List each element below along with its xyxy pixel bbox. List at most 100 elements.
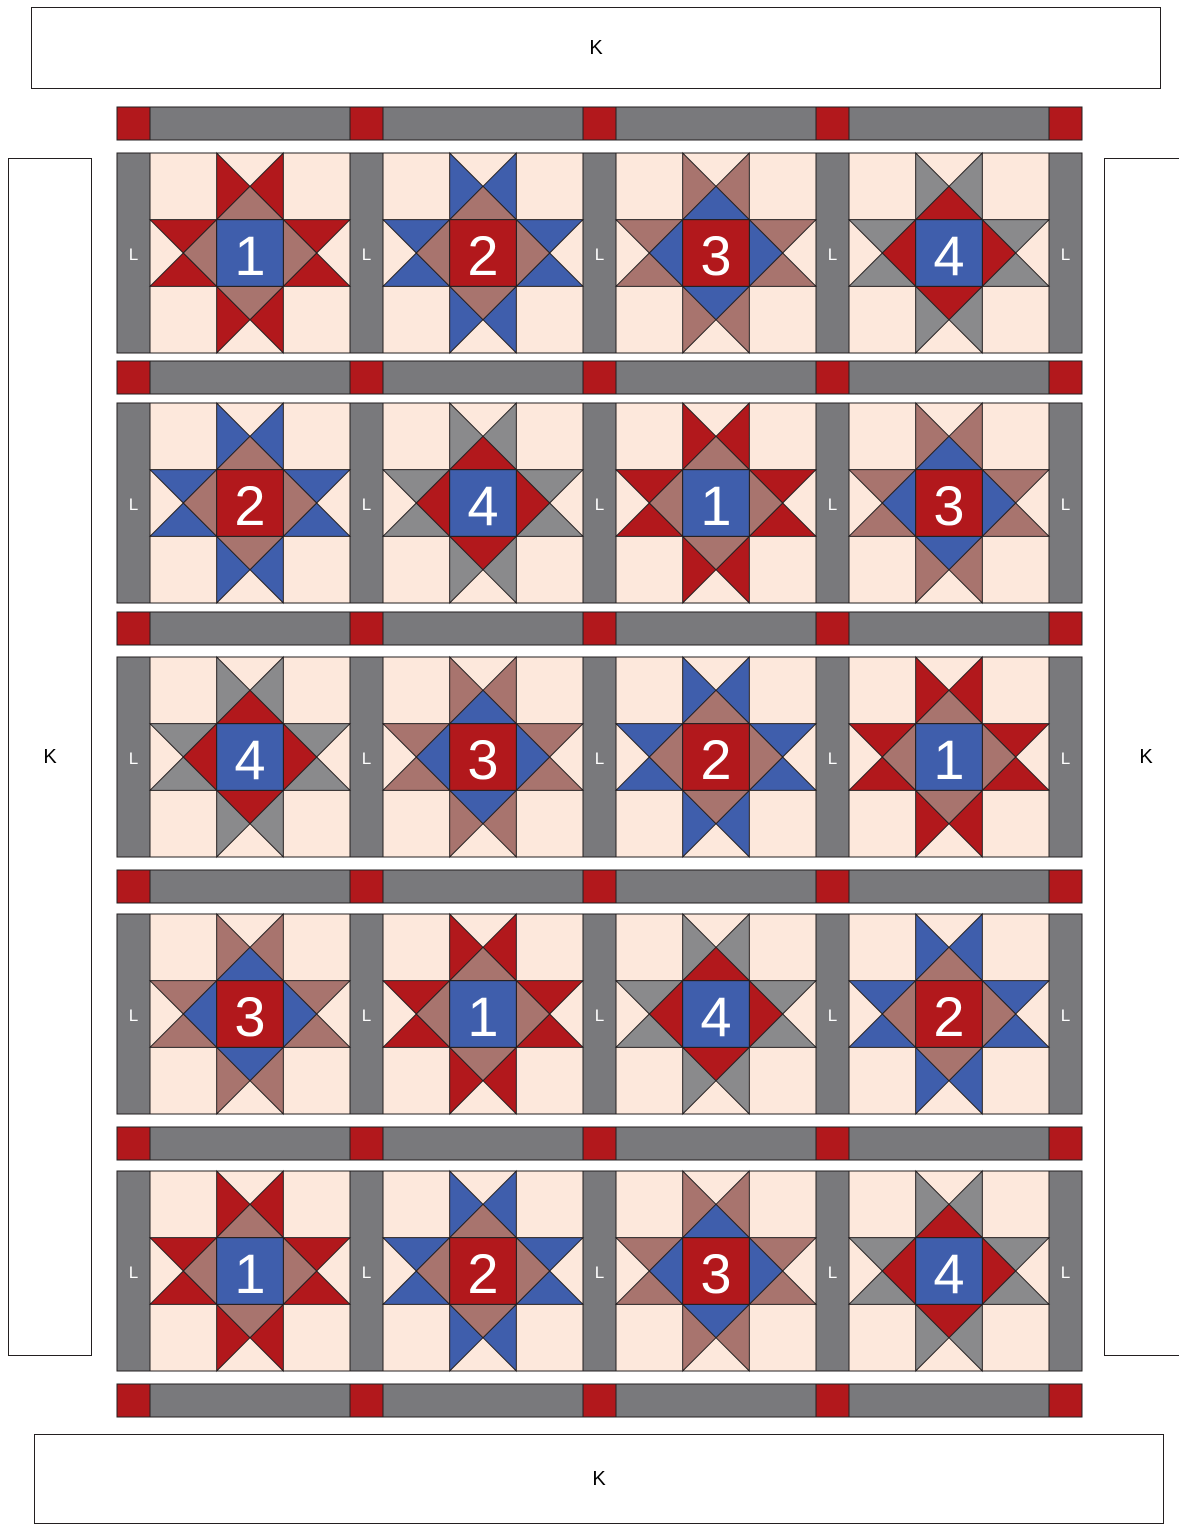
block-number: 2 bbox=[234, 474, 265, 537]
cornerstone bbox=[583, 612, 616, 645]
sashing-label: L bbox=[828, 749, 837, 768]
block-number: 3 bbox=[933, 474, 964, 537]
sashing-label: L bbox=[595, 245, 604, 264]
cornerstone bbox=[816, 1127, 849, 1160]
sashing-label: L bbox=[1061, 749, 1070, 768]
cornerstone bbox=[1049, 361, 1082, 394]
cornerstone bbox=[350, 1384, 383, 1417]
cornerstone bbox=[350, 107, 383, 140]
cornerstone bbox=[1049, 1127, 1082, 1160]
block-number: 1 bbox=[234, 224, 265, 287]
sashing-label: L bbox=[129, 749, 138, 768]
cornerstone bbox=[350, 612, 383, 645]
cornerstone bbox=[350, 1127, 383, 1160]
star-block-1: 1 bbox=[150, 1171, 350, 1371]
star-block-1: 1 bbox=[616, 403, 816, 603]
cornerstone bbox=[583, 1384, 616, 1417]
block-row-2: L L L L L 2 4 1 3 bbox=[117, 403, 1082, 603]
sashing-label: L bbox=[362, 1006, 371, 1025]
sashing-label: L bbox=[129, 1006, 138, 1025]
cornerstone bbox=[1049, 107, 1082, 140]
block-number: 4 bbox=[933, 1242, 964, 1305]
sashing-label: L bbox=[129, 245, 138, 264]
sashing-label: L bbox=[828, 1006, 837, 1025]
sashing-label: L bbox=[828, 495, 837, 514]
block-number: 1 bbox=[933, 728, 964, 791]
sashing-strip-4 bbox=[117, 870, 1082, 903]
block-number: 1 bbox=[234, 1242, 265, 1305]
block-number: 2 bbox=[467, 1242, 498, 1305]
sashing-label: L bbox=[362, 245, 371, 264]
cornerstone bbox=[1049, 1384, 1082, 1417]
star-block-3: 3 bbox=[616, 153, 816, 353]
cornerstone bbox=[117, 612, 150, 645]
sashing-strip-1 bbox=[117, 107, 1082, 140]
star-block-3: 3 bbox=[616, 1171, 816, 1371]
star-block-3: 3 bbox=[150, 914, 350, 1114]
sashing-label: L bbox=[1061, 495, 1070, 514]
cornerstone bbox=[1049, 870, 1082, 903]
star-block-1: 1 bbox=[383, 914, 583, 1114]
star-block-1: 1 bbox=[150, 153, 350, 353]
block-row-4: L L L L L 3 1 4 2 bbox=[117, 914, 1082, 1114]
cornerstone bbox=[117, 1127, 150, 1160]
sashing-label: L bbox=[595, 749, 604, 768]
star-block-2: 2 bbox=[849, 914, 1049, 1114]
cornerstone bbox=[583, 870, 616, 903]
block-number: 2 bbox=[467, 224, 498, 287]
cornerstone bbox=[816, 361, 849, 394]
sashing-label: L bbox=[828, 245, 837, 264]
star-block-1: 1 bbox=[849, 657, 1049, 857]
cornerstone bbox=[117, 361, 150, 394]
cornerstone bbox=[816, 107, 849, 140]
cornerstone bbox=[816, 870, 849, 903]
block-row-5: L L L L L 1 2 3 4 bbox=[117, 1171, 1082, 1371]
cornerstone bbox=[583, 361, 616, 394]
sashing-label: L bbox=[129, 495, 138, 514]
cornerstone bbox=[816, 612, 849, 645]
star-block-4: 4 bbox=[150, 657, 350, 857]
cornerstone bbox=[350, 870, 383, 903]
star-block-4: 4 bbox=[383, 403, 583, 603]
block-number: 2 bbox=[700, 728, 731, 791]
cornerstone bbox=[816, 1384, 849, 1417]
sashing-label: L bbox=[129, 1263, 138, 1282]
star-block-4: 4 bbox=[616, 914, 816, 1114]
star-block-3: 3 bbox=[383, 657, 583, 857]
sashing-strip-5 bbox=[117, 1127, 1082, 1160]
sashing-label: L bbox=[362, 495, 371, 514]
block-number: 4 bbox=[467, 474, 498, 537]
sashing-label: L bbox=[595, 1006, 604, 1025]
star-block-4: 4 bbox=[849, 153, 1049, 353]
sashing-label: L bbox=[1061, 1006, 1070, 1025]
sashing-label: L bbox=[595, 495, 604, 514]
star-block-3: 3 bbox=[849, 403, 1049, 603]
sashing-label: L bbox=[362, 1263, 371, 1282]
cornerstone bbox=[117, 870, 150, 903]
cornerstone bbox=[117, 1384, 150, 1417]
block-number: 4 bbox=[933, 224, 964, 287]
cornerstone bbox=[117, 107, 150, 140]
sashing-strip-2 bbox=[117, 361, 1082, 394]
block-number: 1 bbox=[700, 474, 731, 537]
block-number: 3 bbox=[700, 1242, 731, 1305]
star-block-2: 2 bbox=[616, 657, 816, 857]
block-number: 2 bbox=[933, 985, 964, 1048]
star-block-2: 2 bbox=[150, 403, 350, 603]
cornerstone bbox=[583, 1127, 616, 1160]
sashing-label: L bbox=[828, 1263, 837, 1282]
star-block-2: 2 bbox=[383, 153, 583, 353]
sashing-label: L bbox=[1061, 1263, 1070, 1282]
sashing-strip-3 bbox=[117, 612, 1082, 645]
block-number: 3 bbox=[700, 224, 731, 287]
sashing-label: L bbox=[595, 1263, 604, 1282]
star-block-4: 4 bbox=[849, 1171, 1049, 1371]
sashing-strip-6 bbox=[117, 1384, 1082, 1417]
block-number: 1 bbox=[467, 985, 498, 1048]
block-number: 3 bbox=[234, 985, 265, 1048]
block-number: 4 bbox=[700, 985, 731, 1048]
block-number: 3 bbox=[467, 728, 498, 791]
